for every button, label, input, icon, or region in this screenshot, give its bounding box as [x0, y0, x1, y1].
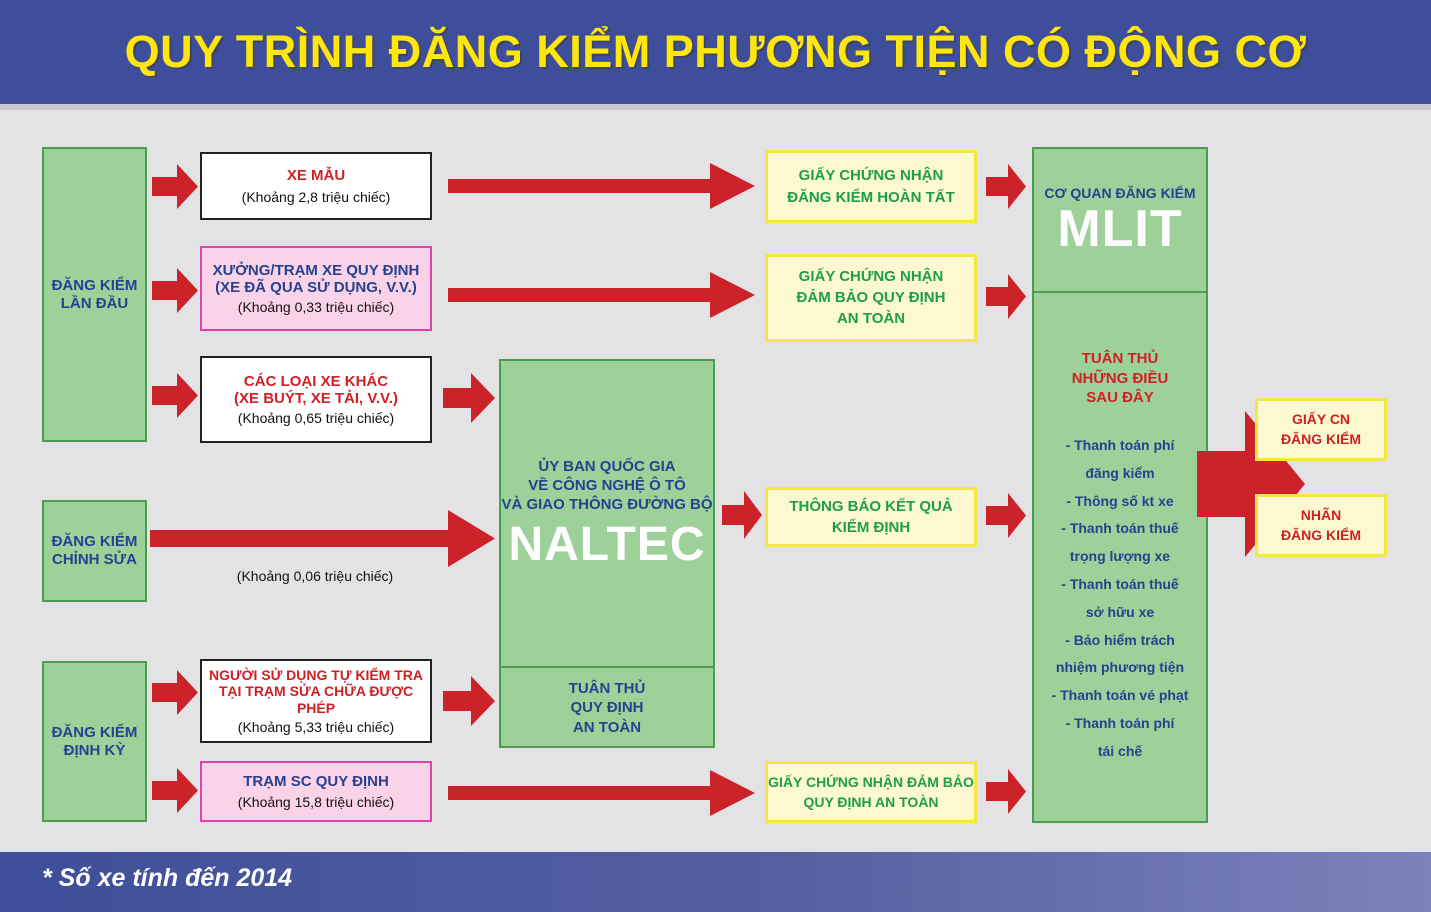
header-bar: QUY TRÌNH ĐĂNG KIỂM PHƯƠNG TIỆN CÓ ĐỘNG … — [0, 0, 1431, 104]
arrow-right-icon — [986, 769, 1026, 814]
input-other-title2: (XE BUÝT, XE TẢI, V.V.) — [234, 390, 398, 408]
mlit-req-title1: TUÂN THỦ — [1081, 350, 1159, 367]
naltec-acronym: NALTEC — [508, 517, 706, 571]
arrow-right-icon — [152, 268, 198, 313]
input-workshop-title1: XƯỞNG/TRẠM XE QUY ĐỊNH — [212, 261, 420, 279]
arrow-right-icon — [152, 768, 198, 813]
certificate-safety-regulation: GIẤY CHỨNG NHẬN ĐẢM BẢO QUY ĐỊNH AN TOÀN — [765, 761, 977, 823]
mlit-label: CƠ QUAN ĐĂNG KIỂM — [1044, 185, 1196, 201]
stage-modified-line2: CHỈNH SỬA — [52, 551, 137, 568]
input-sample-vehicle: XE MẪU (Khoảng 2,8 triệu chiếc) — [200, 152, 432, 220]
arrow-right-icon — [443, 676, 495, 726]
naltec-footer1: TUÂN THỦ — [568, 679, 646, 697]
output-cert-line2: ĐĂNG KIỂM — [1280, 431, 1362, 447]
cert-result-line1: THÔNG BÁO KẾT QUẢ — [789, 497, 953, 515]
mlit-box: CƠ QUAN ĐĂNG KIỂM MLIT TUÂN THỦ NHỮNG ĐI… — [1032, 147, 1208, 823]
cert-completed-line1: GIẤY CHỨNG NHẬN — [798, 166, 944, 184]
cert-reg-line2: QUY ĐỊNH AN TOÀN — [803, 793, 939, 810]
mlit-requirement-item: - Thông số kt xe — [1066, 492, 1174, 509]
stage-periodic-registration: ĐĂNG KIỂM ĐỊNH KỲ — [42, 661, 147, 822]
input-selfcheck-title1: NGƯỜI SỬ DỤNG TỰ KIỂM TRA — [208, 666, 423, 683]
input-other-vehicles: CÁC LOẠI XE KHÁC (XE BUÝT, XE TẢI, V.V.)… — [200, 356, 432, 443]
cert-reg-line1: GIẤY CHỨNG NHẬN ĐẢM BẢO — [768, 773, 974, 790]
input-repair-count: (Khoảng 15,8 triệu chiếc) — [237, 793, 395, 810]
naltec-line2: VỀ CÔNG NGHỆ Ô TÔ — [528, 477, 686, 495]
stage-first-line1: ĐĂNG KIỂM — [51, 276, 138, 294]
certificate-safety-assurance: GIẤY CHỨNG NHẬN ĐẢM BẢO QUY ĐỊNH AN TOÀN — [765, 254, 977, 342]
output-sticker-line2: ĐĂNG KIỂM — [1280, 527, 1362, 543]
arrow-right-icon — [152, 670, 198, 715]
mlit-divider — [1034, 291, 1206, 293]
arrow-right-icon — [986, 164, 1026, 209]
output-sticker-line1: NHÃN — [1300, 507, 1342, 524]
input-workshop-count: (Khoảng 0,33 triệu chiếc) — [237, 298, 395, 315]
stage-modified-line1: ĐĂNG KIỂM — [51, 533, 138, 551]
big-arrow-right-icon — [1197, 411, 1305, 557]
mlit-acronym: MLIT — [1057, 200, 1183, 258]
stage-modified-registration: ĐĂNG KIỂM CHỈNH SỬA — [42, 500, 147, 602]
input-sample-count: (Khoảng 2,8 triệu chiếc) — [241, 188, 391, 205]
mlit-req-title2: NHỮNG ĐIỀU — [1071, 369, 1169, 387]
arrow-right-icon — [722, 491, 762, 539]
arrow-right-icon — [443, 373, 495, 423]
naltec-footer3: AN TOÀN — [572, 718, 642, 736]
cert-safety-line3: AN TOÀN — [836, 309, 906, 327]
stage-first-line2: LẦN ĐẦU — [60, 294, 129, 312]
footer-note: * Số xe tính đến 2014 — [42, 864, 293, 892]
input-other-count: (Khoảng 0,65 triệu chiếc) — [237, 409, 395, 426]
arrow-right-icon — [448, 272, 755, 318]
arrow-right-icon — [986, 493, 1026, 538]
cert-safety-line2: ĐẢM BẢO QUY ĐỊNH — [796, 289, 946, 307]
input-sample-title: XE MẪU — [286, 166, 346, 184]
input-selfcheck-count: (Khoảng 5,33 triệu chiếc) — [237, 718, 395, 735]
naltec-box: ỦY BAN QUỐC GIA VỀ CÔNG NGHỆ Ô TÔ VÀ GIA… — [499, 359, 715, 748]
naltec-line1: ỦY BAN QUỐC GIA — [538, 458, 676, 476]
output-cert-line1: GIẤY CN — [1291, 411, 1351, 428]
naltec-divider — [501, 666, 713, 668]
input-other-title1: CÁC LOẠI XE KHÁC — [243, 372, 389, 390]
input-workshop: XƯỞNG/TRẠM XE QUY ĐỊNH (XE ĐÃ QUA SỬ DỤN… — [200, 246, 432, 331]
arrow-right-icon — [448, 163, 755, 209]
certificate-completed: GIẤY CHỨNG NHẬN ĐĂNG KIỂM HOÀN TẤT — [765, 150, 977, 223]
arrow-right-icon — [152, 164, 198, 209]
naltec-line3: VÀ GIAO THÔNG ĐƯỜNG BỘ — [501, 495, 713, 513]
certificate-inspection-result: THÔNG BÁO KẾT QUẢ KIỂM ĐỊNH — [765, 487, 977, 547]
stage-first-registration: ĐĂNG KIỂM LẦN ĐẦU — [42, 147, 147, 442]
header-divider — [0, 104, 1431, 110]
cert-result-line2: KIỂM ĐỊNH — [831, 518, 911, 536]
output-certificate: GIẤY CN ĐĂNG KIỂM — [1255, 398, 1387, 461]
mlit-req-title3: SAU ĐÂY — [1086, 389, 1154, 406]
input-repair-title: TRẠM SC QUY ĐỊNH — [243, 772, 389, 790]
stage-periodic-line1: ĐĂNG KIỂM — [51, 723, 138, 741]
mlit-requirements-title: TUÂN THỦ NHỮNG ĐIỀU SAU ĐÂY — [1034, 349, 1206, 408]
cert-completed-line2: ĐĂNG KIỂM HOÀN TẤT — [787, 188, 955, 206]
output-sticker: NHÃN ĐĂNG KIỂM — [1255, 494, 1387, 557]
mlit-requirement-item: - Thanh toán vé phạt — [1051, 687, 1189, 704]
stage-periodic-line2: ĐỊNH KỲ — [63, 741, 126, 759]
cert-safety-line1: GIẤY CHỨNG NHẬN — [798, 268, 944, 286]
input-selfcheck-title2: TẠI TRẠM SỬA CHỮA ĐƯỢC PHÉP — [218, 683, 414, 716]
arrow-right-icon — [150, 510, 495, 567]
page-title: QUY TRÌNH ĐĂNG KIỂM PHƯƠNG TIỆN CÓ ĐỘNG … — [124, 26, 1307, 77]
footer-bar — [0, 852, 1431, 912]
arrow-right-icon — [448, 770, 755, 816]
input-workshop-title2: (XE ĐÃ QUA SỬ DỤNG, V.V.) — [215, 279, 417, 297]
input-self-check: NGƯỜI SỬ DỤNG TỰ KIỂM TRA TẠI TRẠM SỬA C… — [200, 659, 432, 743]
naltec-footer2: QUY ĐỊNH — [570, 699, 644, 717]
arrow-right-icon — [152, 373, 198, 418]
input-repair-station: TRẠM SC QUY ĐỊNH (Khoảng 15,8 triệu chiế… — [200, 761, 432, 822]
modified-count-label: (Khoảng 0,06 triệu chiếc) — [236, 568, 394, 584]
arrow-right-icon — [986, 274, 1026, 319]
